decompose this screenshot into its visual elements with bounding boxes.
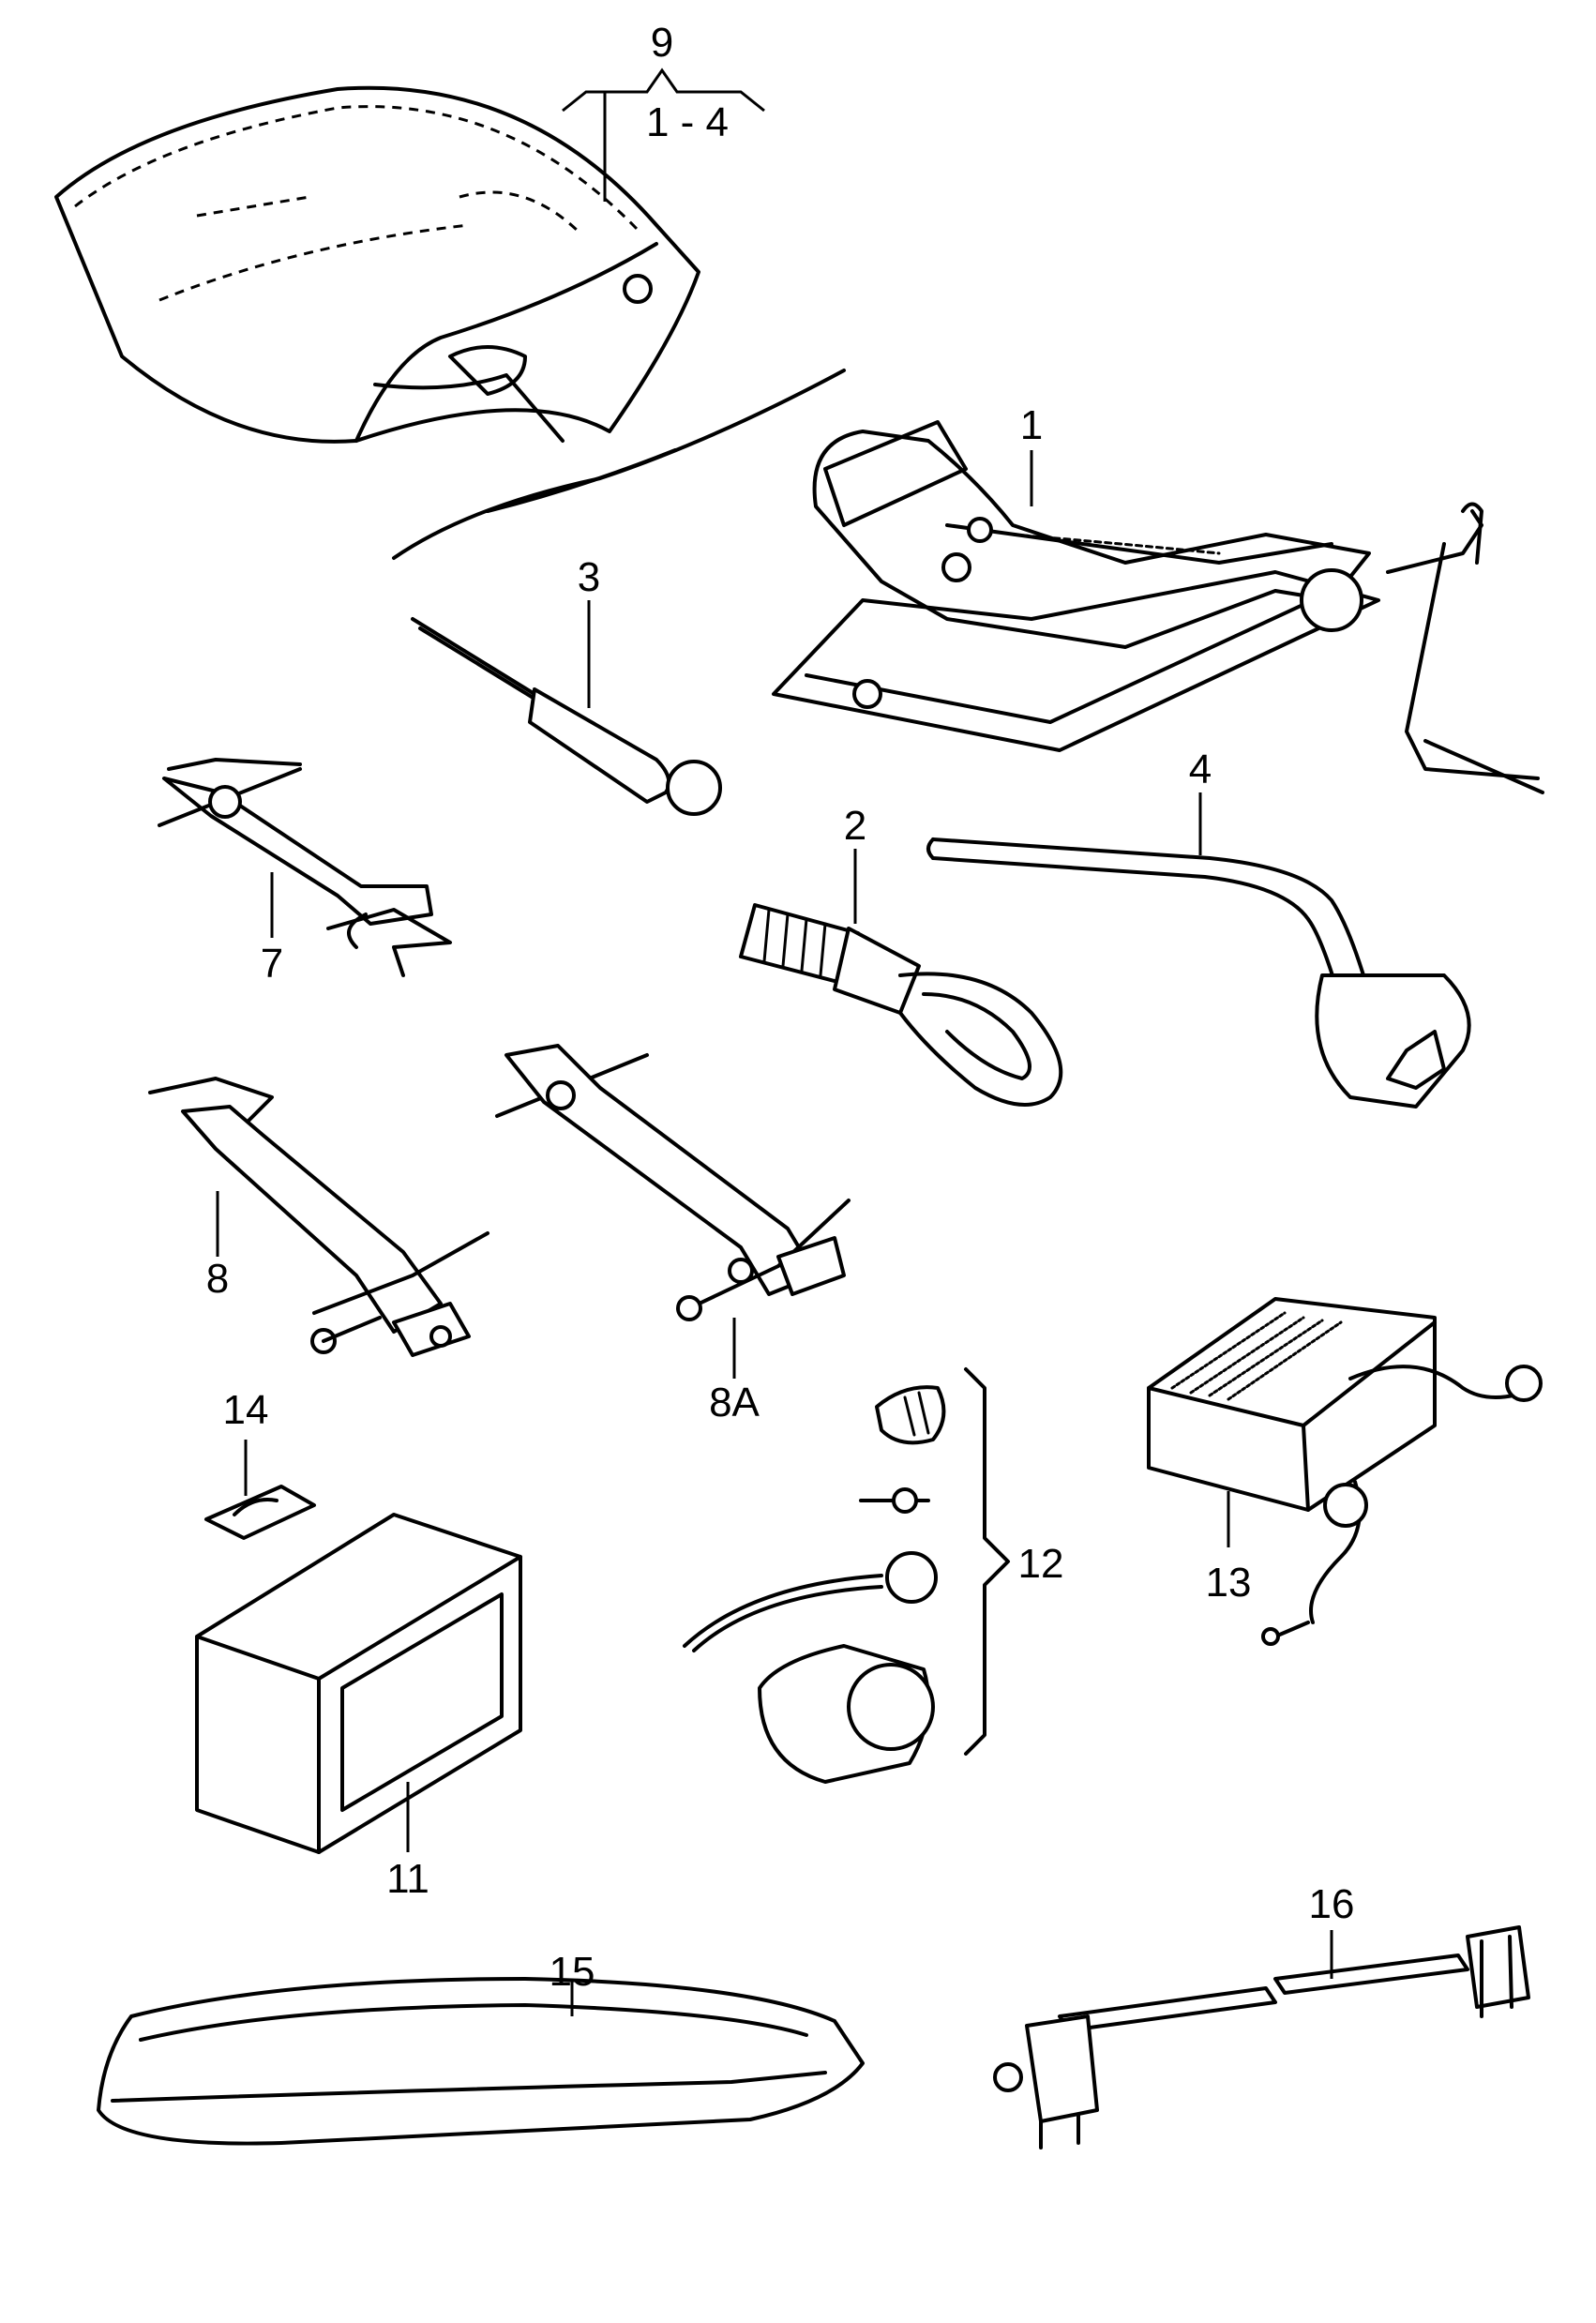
callout-label-4: 4 [1189, 747, 1212, 792]
strap-part-8a [495, 1044, 851, 1379]
callout-label-12: 12 [1018, 1541, 1064, 1587]
callout-label-14: 14 [223, 1387, 269, 1433]
roof-box-part-15 [97, 1977, 865, 2146]
strap-part-8 [148, 1077, 489, 1357]
callout-label-7: 7 [261, 941, 283, 987]
car-jack-part-1 [772, 420, 1544, 794]
screwdriver-part-3 [411, 600, 722, 816]
module-part-13 [1147, 1297, 1543, 1646]
callout-label-13: 13 [1206, 1560, 1252, 1606]
callout-label-16: 16 [1309, 1881, 1355, 1927]
callout-label-11: 11 [386, 1856, 429, 1902]
tool-bag-part-9 [54, 85, 846, 560]
callout-label-1: 1 [1020, 402, 1043, 448]
wheel-wrench-part-4 [926, 792, 1471, 1109]
callout-9: 9 1 - 4 [562, 20, 765, 202]
towing-eye-part-2 [739, 849, 1063, 1107]
callout-label-9-range: 1 - 4 [646, 99, 729, 145]
callout-label-8: 8 [206, 1256, 229, 1302]
callout-label-3: 3 [578, 554, 600, 600]
box-part-11 [195, 1513, 522, 1854]
callout-label-15: 15 [550, 1949, 595, 1995]
roof-bar-part-16 [993, 1925, 1530, 2150]
callout-label-2: 2 [844, 803, 866, 849]
parts-group-12 [683, 1367, 1010, 1784]
strap-part-7 [158, 758, 452, 977]
callout-label-8a: 8A [709, 1380, 760, 1425]
clip-part-14 [204, 1440, 316, 1540]
callout-label-9: 9 [651, 20, 673, 66]
